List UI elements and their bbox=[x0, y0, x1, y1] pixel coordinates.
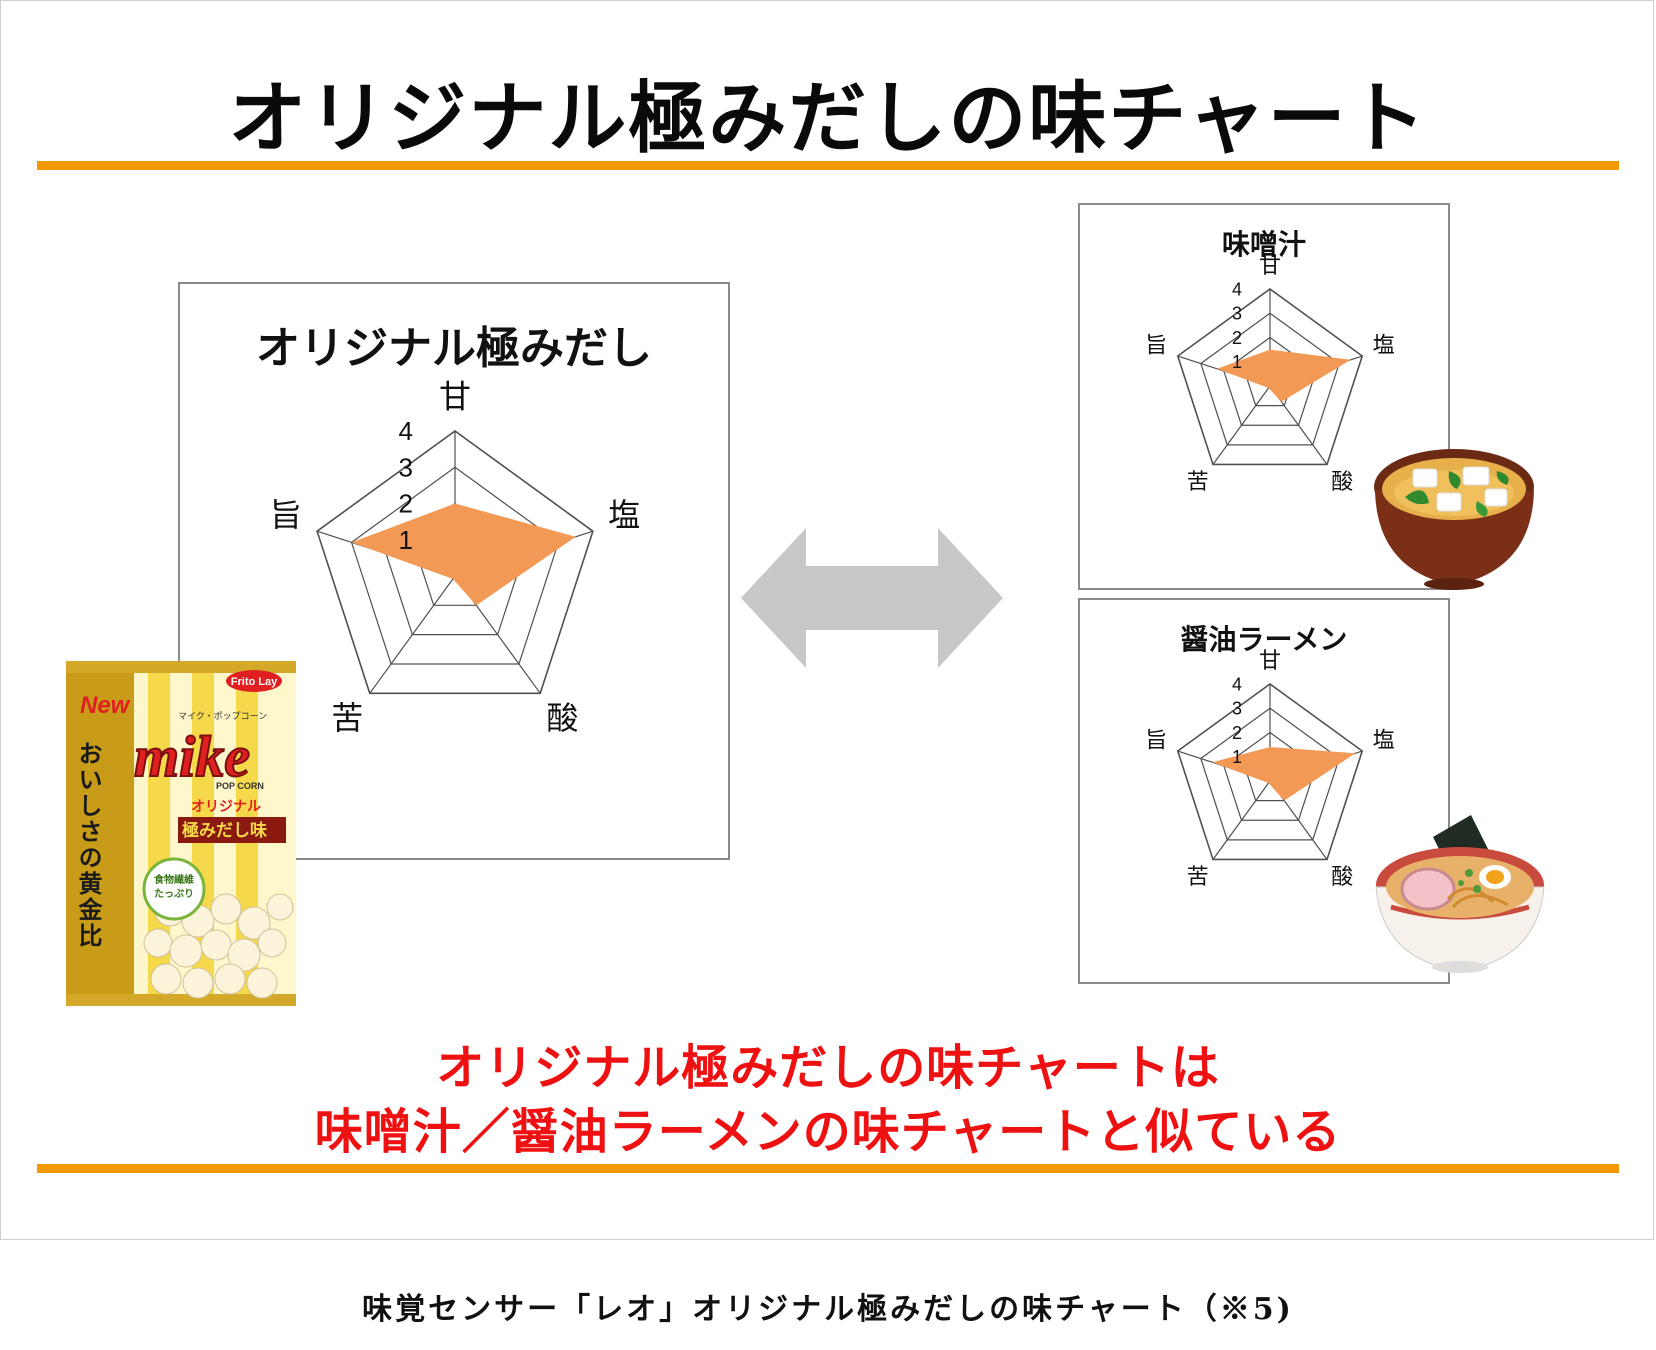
conclusion-line-1: オリジナル極みだしの味チャートは bbox=[436, 1040, 1220, 1096]
grid-ring-3 bbox=[1200, 312, 1340, 446]
spoke-3 bbox=[1212, 385, 1271, 465]
axis-label: 塩 bbox=[1373, 333, 1395, 358]
data-area bbox=[1212, 747, 1356, 801]
scale-label: 4 bbox=[1232, 674, 1242, 694]
main-title: オリジナル極みだしの味チャート bbox=[228, 74, 1428, 164]
data-area bbox=[1216, 349, 1351, 402]
scale-label: 4 bbox=[398, 416, 412, 446]
axis-label: 塩 bbox=[1373, 728, 1395, 753]
flavor-top: オリジナル bbox=[191, 799, 261, 815]
spoke-3 bbox=[369, 575, 456, 694]
miso-soup-illustration bbox=[1374, 449, 1534, 590]
figure-caption: 味覚センサー「レオ」オリジナル極みだしの味チャート（※5) bbox=[362, 1292, 1294, 1327]
axis-label: 苦 bbox=[1187, 470, 1209, 495]
scale-label: 3 bbox=[1232, 699, 1242, 719]
axis-label: 甘 bbox=[439, 377, 471, 415]
axis-label: 旨 bbox=[1145, 728, 1167, 753]
conclusion-line-2: 味噌汁／醤油ラーメンの味チャートと似ている bbox=[314, 1104, 1342, 1160]
axis-label: 甘 bbox=[1259, 649, 1281, 674]
axis-label: 苦 bbox=[1187, 865, 1209, 890]
grid-ring-4 bbox=[1176, 683, 1364, 861]
axis-label: 旨 bbox=[270, 496, 302, 534]
spoke-3 bbox=[1212, 780, 1271, 860]
fiber-badge bbox=[142, 857, 206, 921]
brand-logo: mike bbox=[134, 724, 250, 789]
ramen-chart-title: 醤油ラーメン bbox=[1180, 623, 1348, 656]
main-chart-title: オリジナル極みだし bbox=[256, 323, 652, 374]
fiber-badge-line2: たっぷり bbox=[154, 888, 194, 900]
scale-label: 1 bbox=[398, 525, 412, 555]
grid-ring-4 bbox=[1176, 288, 1364, 466]
axis-label: 酸 bbox=[1331, 865, 1353, 890]
fiber-badge-line1: 食物繊維 bbox=[153, 873, 194, 886]
ramen-illustration bbox=[1375, 815, 1545, 973]
miso-chart-title: 味噌汁 bbox=[1221, 228, 1306, 261]
scale-label: 3 bbox=[1232, 304, 1242, 324]
new-badge: New bbox=[80, 692, 131, 719]
arrow-shape bbox=[741, 528, 1003, 668]
slogan-vertical: おいしさの黄金比 bbox=[74, 741, 103, 949]
brand-kana: マイク・ポップコーン bbox=[178, 711, 267, 722]
maker-logo bbox=[226, 670, 282, 692]
maker-text: Frito Lay bbox=[231, 676, 278, 688]
data-area bbox=[351, 503, 576, 606]
top-rule bbox=[37, 161, 1619, 170]
axis-label: 酸 bbox=[1331, 470, 1353, 495]
scale-label: 4 bbox=[1232, 279, 1242, 299]
grid-ring-4 bbox=[316, 430, 594, 695]
axis-label: 酸 bbox=[547, 699, 579, 737]
flavor-main: 極みだし味 bbox=[182, 820, 267, 841]
grid-ring-3 bbox=[1200, 707, 1340, 841]
double-arrow-icon bbox=[741, 528, 1003, 672]
scale-label: 2 bbox=[1232, 723, 1242, 743]
axis-label: 旨 bbox=[1145, 333, 1167, 358]
scale-label: 1 bbox=[1232, 747, 1242, 767]
axis-label: 塩 bbox=[608, 496, 640, 534]
scale-label: 2 bbox=[398, 489, 412, 519]
scale-label: 2 bbox=[1232, 328, 1242, 348]
axis-label: 苦 bbox=[331, 699, 363, 737]
brand-sub: POP CORN bbox=[216, 781, 264, 791]
product-package: Frito Lay New マイク・ポップコーン mike POP CORN オ… bbox=[66, 661, 296, 1006]
scale-label: 3 bbox=[398, 452, 412, 482]
bottom-rule bbox=[37, 1164, 1619, 1173]
scale-label: 1 bbox=[1232, 352, 1242, 372]
axis-label: 甘 bbox=[1259, 254, 1281, 279]
